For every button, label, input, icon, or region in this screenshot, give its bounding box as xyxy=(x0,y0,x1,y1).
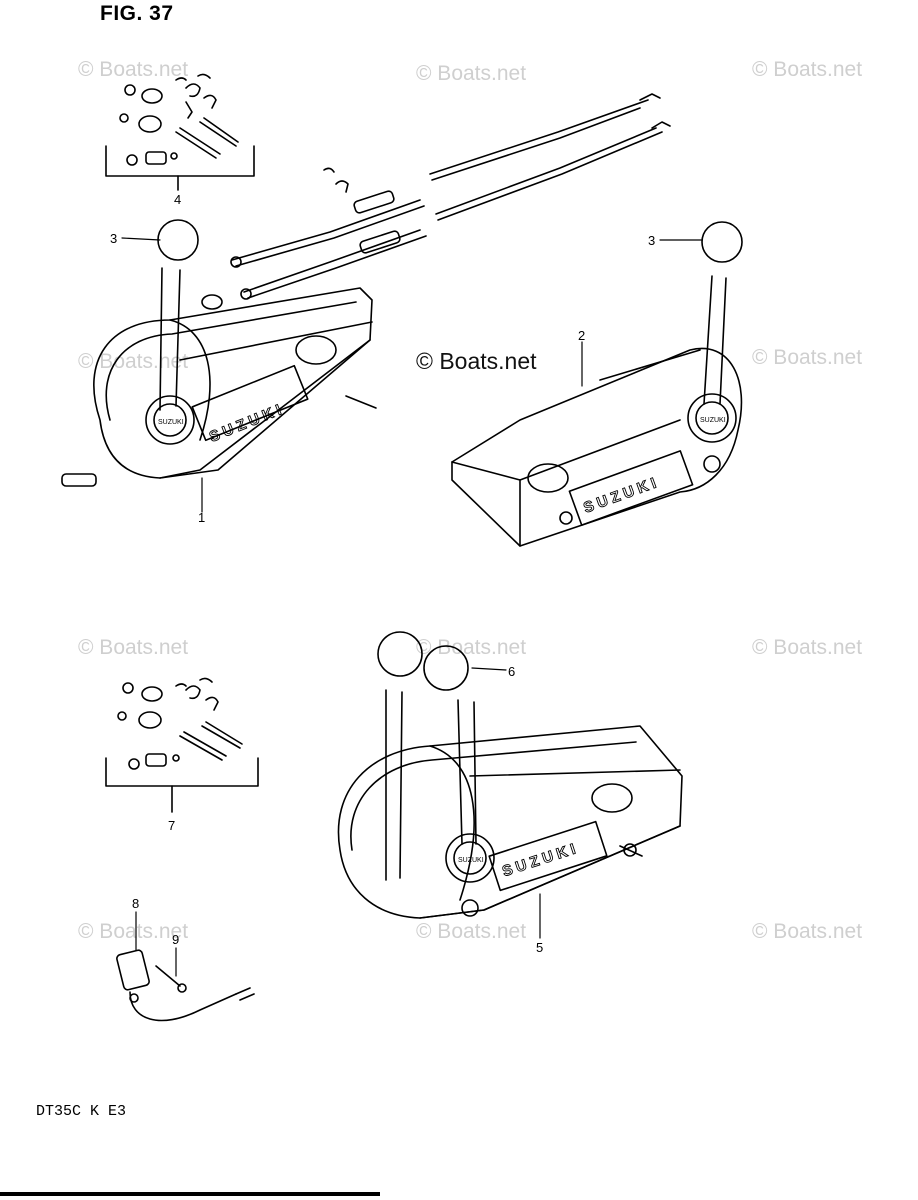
knob-badge: SUZUKI xyxy=(458,857,484,864)
neutral-switch-8 xyxy=(116,949,255,1022)
callout-1: 1 xyxy=(198,510,205,525)
callout-5: 5 xyxy=(536,940,543,955)
hardware-kit-7 xyxy=(105,677,259,813)
model-code: DT35C K E3 xyxy=(36,1103,127,1120)
watermark: © Boats.net xyxy=(752,636,863,659)
control-cables xyxy=(230,93,671,300)
watermark: © Boats.net xyxy=(78,58,189,81)
remote-control-box-2 xyxy=(451,221,743,547)
watermark: © Boats.net xyxy=(416,636,527,659)
brand-plate-left: SUZUKI xyxy=(207,400,287,446)
callout-2: 2 xyxy=(578,328,585,343)
callout-3-left: 3 xyxy=(110,231,117,246)
watermark: © Boats.net xyxy=(416,62,527,85)
watermark-center: © Boats.net xyxy=(416,348,537,374)
remote-control-box-5 xyxy=(337,631,683,919)
watermark: © Boats.net xyxy=(752,58,863,81)
knob-badge: SUZUKI xyxy=(700,417,726,424)
callout-8: 8 xyxy=(132,896,139,911)
callout-9: 9 xyxy=(172,932,179,947)
watermark: © Boats.net xyxy=(78,636,189,659)
callout-6: 6 xyxy=(508,664,515,679)
hardware-kit-4 xyxy=(105,73,255,191)
watermark: © Boats.net xyxy=(78,920,189,943)
callout-4: 4 xyxy=(174,192,181,207)
watermark: © Boats.net xyxy=(416,920,527,943)
bottom-rule xyxy=(0,1192,380,1196)
callout-7: 7 xyxy=(168,818,175,833)
callout-3-right: 3 xyxy=(648,233,655,248)
knob-badge: SUZUKI xyxy=(158,419,184,426)
watermark: © Boats.net xyxy=(752,920,863,943)
screw-9 xyxy=(155,965,187,993)
watermark: © Boats.net xyxy=(752,346,863,369)
figure-title: FIG. 37 xyxy=(100,2,174,25)
remote-control-box-1 xyxy=(61,219,377,487)
